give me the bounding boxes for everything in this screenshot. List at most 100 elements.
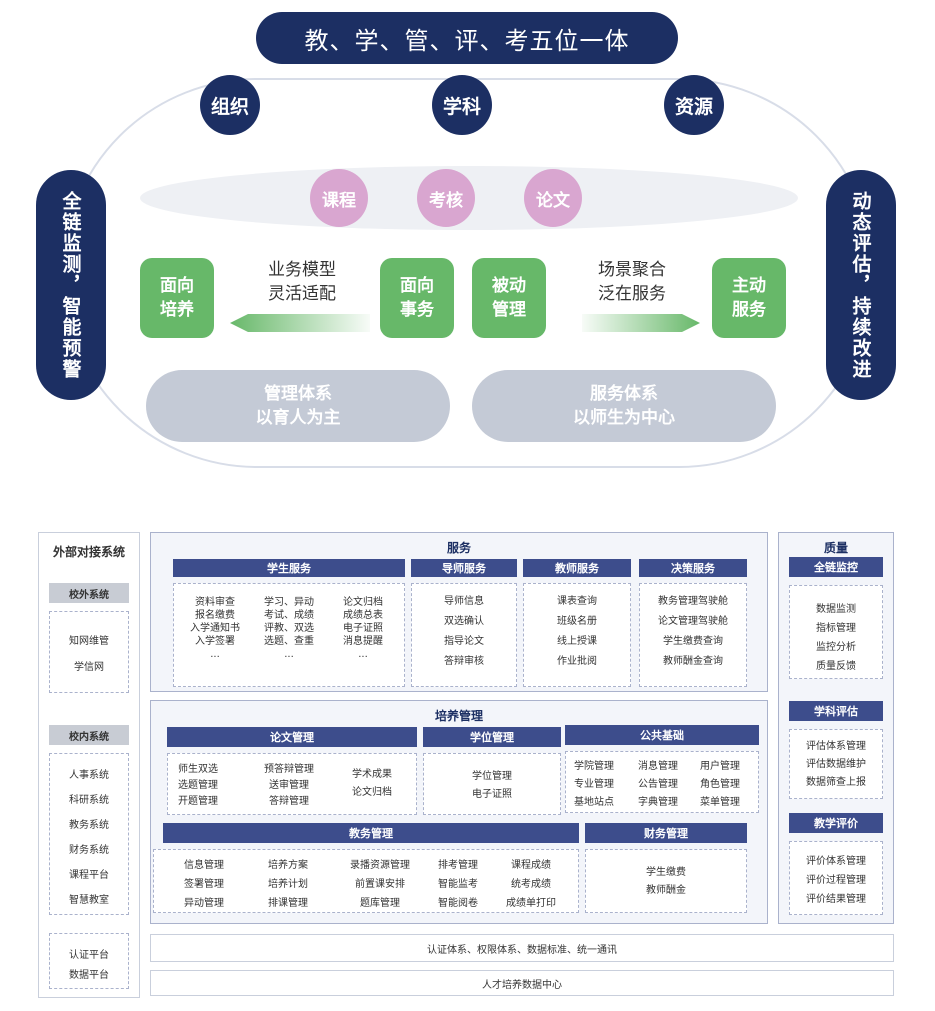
list-item: 专业管理 [574, 779, 614, 790]
list-item: 论文归档 [343, 597, 383, 608]
on-campus-box: 人事系统 科研系统 教务系统 财务系统 课程平台 智慧教室 [49, 753, 129, 915]
list-item: 入学签署 [195, 636, 235, 647]
monitor-header: 全链监控 [789, 557, 883, 577]
list-item: 排课管理 [268, 898, 308, 909]
list-item: 教务管理驾驶舱 [658, 596, 728, 607]
list-item: 录播资源管理 [350, 860, 410, 871]
list-item: 师生双选 [178, 764, 218, 775]
list-item: 数据筛查上报 [806, 777, 866, 788]
academic-col-5: 课程成绩 统考成绩 成绩单打印 [506, 856, 556, 913]
list-item: 学习、异动 [264, 597, 314, 608]
list-item: 签署管理 [184, 879, 224, 890]
list-item: 统考成绩 [511, 879, 551, 890]
list-item: 字典管理 [638, 797, 678, 808]
list-item: 评估数据维护 [806, 759, 866, 770]
list-item: 前置课安排 [355, 879, 405, 890]
circle-organization: 组织 [200, 75, 260, 135]
list-item: 质量反馈 [816, 661, 856, 672]
training-panel: 培养管理 论文管理 师生双选 选题管理 开题管理 预答辩管理 送审管理 答辩管理… [150, 700, 768, 924]
thesis-col-2: 预答辩管理 送审管理 答辩管理 [264, 762, 314, 810]
degree-list: 学位管理 电子证照 [424, 768, 560, 804]
list-item: 财务系统 [69, 845, 109, 856]
list-item: 报名缴费 [195, 610, 235, 621]
list-item: 消息提醒 [343, 636, 383, 647]
list-item: 学院管理 [574, 761, 614, 772]
on-campus-header: 校内系统 [49, 725, 129, 745]
list-item: 教师酬金 [646, 885, 686, 896]
list-item: 答辩审核 [444, 656, 484, 667]
public-col-1: 学院管理 专业管理 基地站点 [574, 758, 614, 812]
list-item: 监控分析 [816, 642, 856, 653]
decision-list: 教务管理驾驶舱 论文管理驾驶舱 学生缴费查询 教师酬金查询 [640, 592, 746, 672]
list-item: 学术成果 [352, 769, 392, 780]
base-layer-datacenter-text: 人才培养数据中心 [482, 979, 562, 991]
pink-course: 课程 [310, 169, 368, 227]
list-item: 指导论文 [444, 636, 484, 647]
list-item: 班级名册 [557, 616, 597, 627]
list-item: 课程成绩 [511, 860, 551, 871]
academic-col-1: 信息管理 签署管理 异动管理 [184, 856, 224, 913]
mentor-list: 导师信息 双选确认 指导论文 答辩审核 [412, 592, 516, 672]
subject-eval-header: 学科评估 [789, 701, 883, 721]
list-item: 用户管理 [700, 761, 740, 772]
right-arrow [582, 314, 700, 332]
list-item: 数据监测 [816, 604, 856, 615]
teaching-eval-header: 教学评价 [789, 813, 883, 833]
off-campus-box: 知网维管 学信网 [49, 611, 129, 693]
list-item: 课程平台 [69, 870, 109, 881]
subject-eval-box: 评估体系管理 评估数据维护 数据筛查上报 [789, 729, 883, 799]
list-item: 电子证照 [472, 789, 512, 800]
student-col-3: 论文归档 成绩总表 电子证照 消息提醒 ... [328, 596, 398, 661]
teacher-service-header: 教师服务 [523, 559, 631, 577]
list-item: 入学通知书 [190, 623, 240, 634]
list-item: 论文管理驾驶舱 [658, 616, 728, 627]
finance-header: 财务管理 [585, 823, 747, 843]
list-item: 评价过程管理 [806, 875, 866, 886]
training-title: 培养管理 [434, 709, 483, 723]
finance-list: 学生缴费 教师酬金 [586, 864, 746, 900]
list-item: 题库管理 [360, 898, 400, 909]
list-item: 基地站点 [574, 797, 614, 808]
list-item: 学信网 [74, 662, 104, 673]
list-item: 异动管理 [184, 898, 224, 909]
list-item: 线上授课 [557, 636, 597, 647]
list-item: 培养计划 [268, 879, 308, 890]
green-passive: 被动 管理 [472, 258, 546, 338]
list-item: 论文归档 [352, 787, 392, 798]
list-item: 资料审查 [195, 597, 235, 608]
off-campus-header: 校外系统 [49, 583, 129, 603]
list-item: ... [358, 649, 368, 660]
decision-service-box: 教务管理驾驶舱 论文管理驾驶舱 学生缴费查询 教师酬金查询 [639, 583, 747, 687]
academic-col-4: 排考管理 智能监考 智能阅卷 [438, 856, 478, 913]
thesis-col-1: 师生双选 选题管理 开题管理 [178, 762, 218, 810]
degree-header: 学位管理 [423, 727, 561, 747]
list-item: 作业批阅 [557, 656, 597, 667]
green-affairs: 面向 事务 [380, 258, 454, 338]
subject-eval-list: 评估体系管理 评估数据维护 数据筛查上报 [790, 738, 882, 792]
pink-assessment: 考核 [417, 169, 475, 227]
teacher-list: 课表查询 班级名册 线上授课 作业批阅 [524, 592, 630, 672]
public-col-3: 用户管理 角色管理 菜单管理 [700, 758, 740, 812]
degree-box: 学位管理 电子证照 [423, 753, 561, 815]
student-service-box: 资料审查 报名缴费 入学通知书 入学签署 ... 学习、异动 考试、成绩 评教、… [173, 583, 405, 687]
teaching-eval-list: 评价体系管理 评价过程管理 评价结果管理 [790, 852, 882, 909]
mentor-service-header: 导师服务 [411, 559, 517, 577]
list-item: 认证平台 [69, 950, 109, 961]
academic-col-2: 培养方案 培养计划 排课管理 [268, 856, 308, 913]
mid-left-text: 业务模型 灵活适配 [268, 260, 336, 304]
mentor-service-box: 导师信息 双选确认 指导论文 答辩审核 [411, 583, 517, 687]
list-item: 教务系统 [69, 820, 109, 831]
circle-resource: 资源 [664, 75, 724, 135]
finance-box: 学生缴费 教师酬金 [585, 849, 747, 913]
list-item: 考试、成绩 [264, 610, 314, 621]
public-header: 公共基础 [565, 725, 759, 745]
base-layer-standards-text: 认证体系、权限体系、数据标准、统一通讯 [427, 944, 617, 956]
list-item: 角色管理 [700, 779, 740, 790]
list-item: 评估体系管理 [806, 741, 866, 752]
list-item: 学生缴费查询 [663, 636, 723, 647]
list-item: 开题管理 [178, 796, 218, 807]
academic-col-3: 录播资源管理 前置课安排 题库管理 [340, 856, 420, 913]
list-item: 电子证照 [343, 623, 383, 634]
list-item: 知网维管 [69, 636, 109, 647]
external-systems-panel: 外部对接系统 校外系统 知网维管 学信网 校内系统 人事系统 科研系统 教务系统… [38, 532, 140, 998]
